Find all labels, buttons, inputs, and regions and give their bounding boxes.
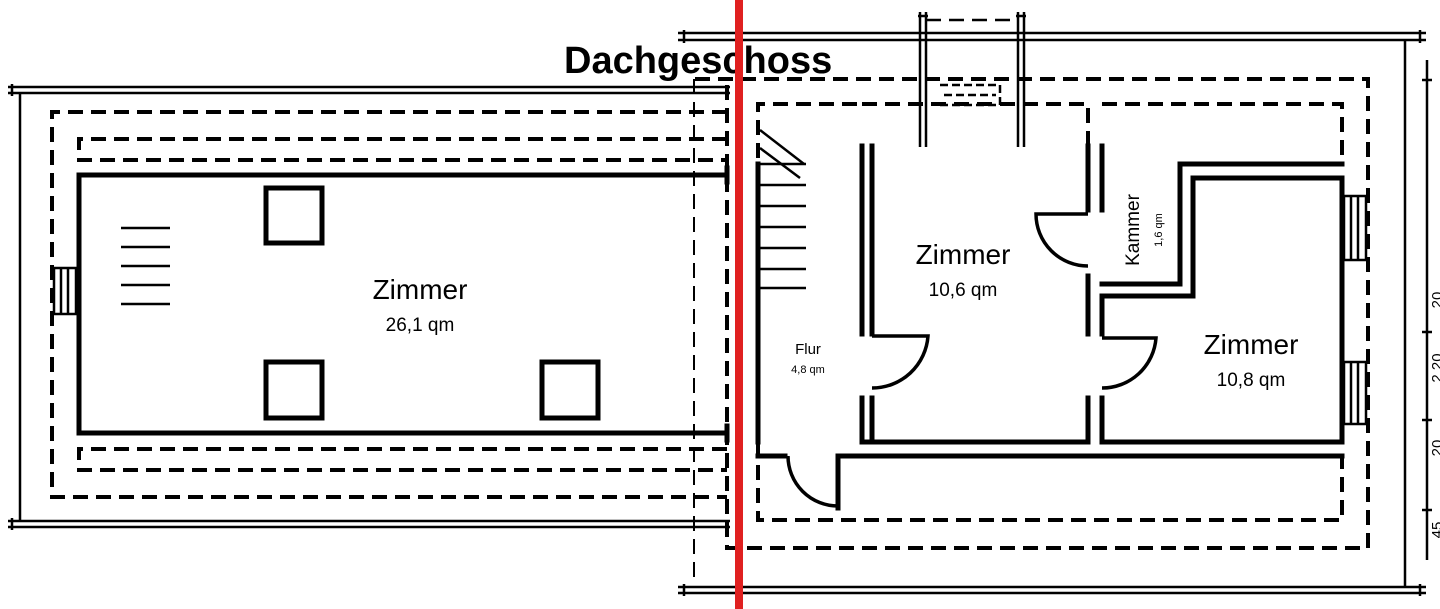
room-area-kammer: 1,6 qm (1153, 213, 1165, 247)
skylight-icon (539, 359, 601, 421)
room-name-zimmer-right: Zimmer (1204, 329, 1299, 360)
room-name-kammer: Kammer (1123, 193, 1144, 265)
dimension-line: 20 2,20 20 45 (1422, 60, 1440, 560)
door-icon (1101, 336, 1158, 390)
left-building: Zimmer 26,1 qm (8, 84, 730, 530)
room-area-zimmer-large: 26,1 qm (386, 315, 455, 336)
room-name-zimmer-large: Zimmer (373, 274, 468, 305)
dimension-label: 45 (1429, 522, 1440, 539)
dimension-label: 20 (1429, 292, 1440, 309)
plan-title: Dachgeschoss (564, 40, 832, 82)
right-building: Zimmer 10,6 qm Kammer 1,6 qm Flur 4,8 qm… (678, 12, 1426, 596)
room-area-zimmer-middle: 10,6 qm (929, 280, 998, 301)
door-icon (1034, 212, 1089, 268)
room-area-zimmer-right: 10,8 qm (1217, 370, 1286, 391)
room-name-flur: Flur (795, 341, 821, 358)
room-name-zimmer-middle: Zimmer (916, 239, 1011, 270)
room-area-flur: 4,8 qm (791, 364, 825, 376)
door-icon (871, 334, 930, 390)
skylight-icon (263, 359, 325, 421)
dimension-label: 2,20 (1429, 353, 1440, 382)
skylight-icon (263, 185, 325, 246)
door-icon (786, 455, 840, 508)
dimension-label: 20 (1429, 440, 1440, 457)
